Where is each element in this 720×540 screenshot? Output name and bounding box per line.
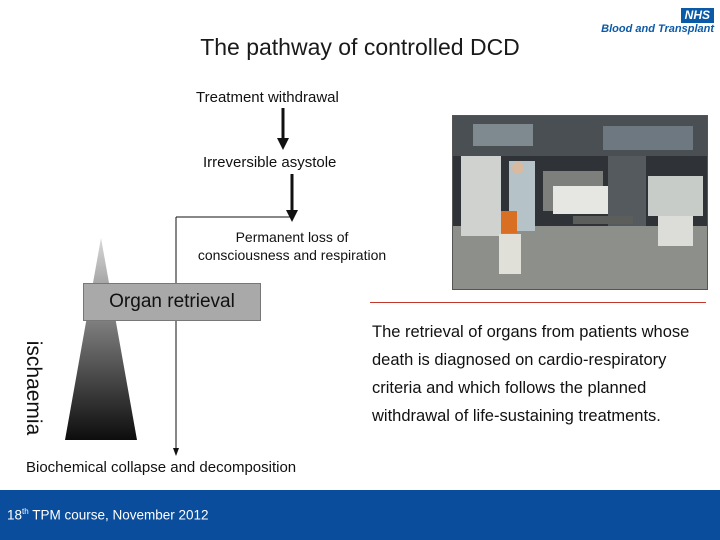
step-irreversible-asystole: Irreversible asystole	[203, 154, 337, 171]
organ-retrieval-box: Organ retrieval	[83, 283, 261, 321]
logo-text: Blood and Transplant	[601, 23, 714, 35]
footer-text: 18th TPM course, November 2012	[7, 507, 209, 523]
step-biochemical-collapse: Biochemical collapse and decomposition	[26, 459, 297, 476]
ischaemia-label: ischaemia	[22, 340, 45, 436]
footer-suffix: TPM course, November 2012	[28, 507, 209, 523]
icu-photo-illustration	[453, 116, 707, 289]
step-treatment-withdrawal: Treatment withdrawal	[196, 89, 339, 106]
divider-rule	[370, 302, 706, 303]
footer-bar: 18th TPM course, November 2012	[0, 490, 720, 540]
icu-photo	[452, 115, 708, 290]
definition-text: The retrieval of organs from patients wh…	[372, 323, 690, 425]
footer-prefix: 18	[7, 507, 23, 523]
step-permanent-loss: Permanent loss of consciousness and resp…	[176, 228, 408, 264]
step-permanent-loss-line2: consciousness and respiration	[197, 247, 387, 263]
nhsbt-logo: NHS Blood and Transplant	[592, 8, 714, 40]
step-permanent-loss-line1: Permanent loss of	[235, 229, 349, 245]
footer-sup: th	[22, 507, 29, 516]
ischaemia-triangle	[65, 238, 137, 440]
slide-title: The pathway of controlled DCD	[200, 34, 520, 60]
nhs-badge: NHS	[680, 8, 714, 23]
